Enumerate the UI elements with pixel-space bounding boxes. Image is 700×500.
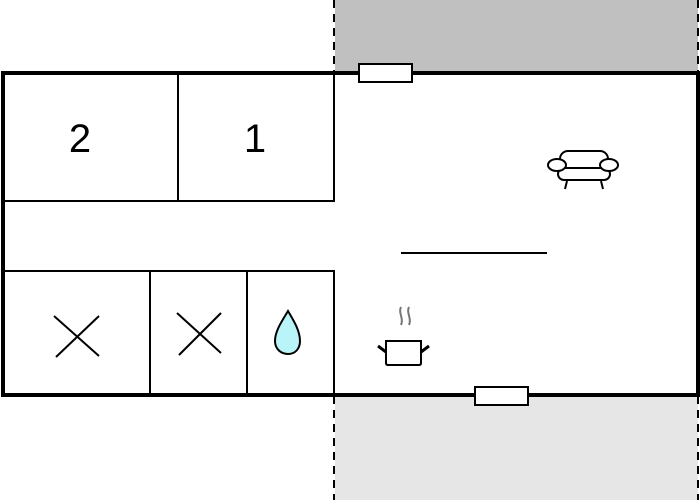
terrace-top [335,0,698,73]
cooking-pot-icon [377,306,430,366]
toilet-1 [2,270,151,396]
door-bottom [474,386,529,406]
outer-walls [1,71,700,397]
room-number-2: 2 [69,117,91,161]
door-top [358,63,413,83]
toilet-cross-icon [53,315,100,358]
sofa-icon [547,150,619,190]
bedroom-1: 1 [177,72,335,202]
bedroom-2: 2 [2,72,179,202]
water-drop-icon [273,309,302,356]
toilet-cross-icon [176,312,222,356]
toilet-2 [149,270,248,396]
terrace-boundaries [333,0,699,500]
terrace-bottom [335,396,698,500]
room-number-1: 1 [244,117,266,161]
shower [246,270,335,396]
